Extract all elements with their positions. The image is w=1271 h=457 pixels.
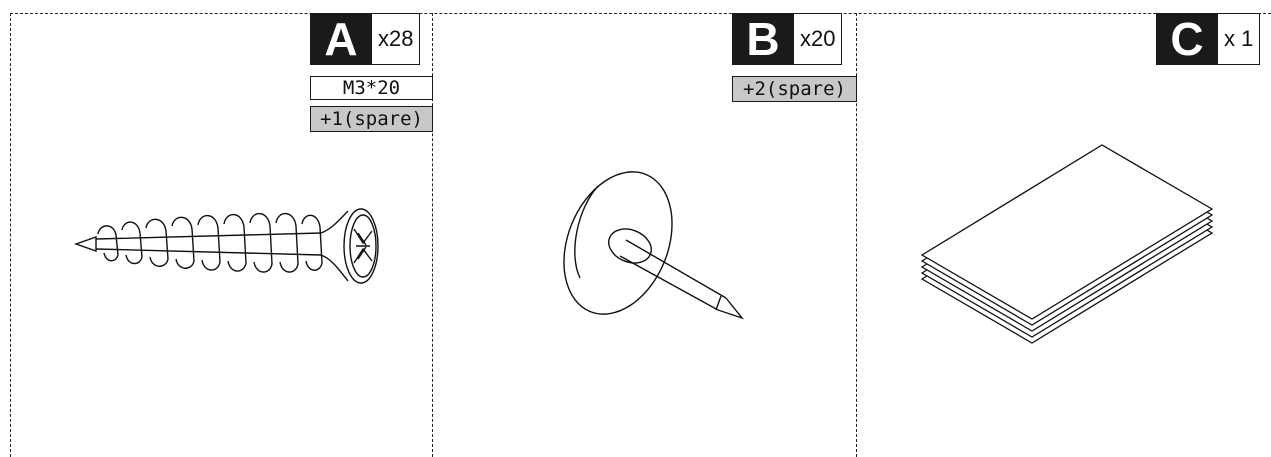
part-badge-a: A x28 bbox=[310, 13, 421, 65]
part-letter-a: A bbox=[310, 13, 372, 65]
screw-icon bbox=[73, 208, 379, 284]
part-letter-b: B bbox=[732, 13, 794, 65]
part-quantity-b: x20 bbox=[794, 13, 843, 65]
part-letter-c: C bbox=[1156, 13, 1218, 65]
paper-stack-icon bbox=[920, 144, 1214, 344]
pin-icon bbox=[563, 171, 745, 320]
part-panel-c: C x 1 bbox=[857, 13, 1271, 457]
part-spare-a: +1(spare) bbox=[310, 106, 433, 132]
part-panel-b: B x20 +2(spare) bbox=[433, 13, 857, 457]
dashed-divider-right bbox=[856, 13, 857, 457]
part-spare-b: +2(spare) bbox=[732, 76, 857, 102]
part-panel-a: A x28 M3*20 +1(spare) bbox=[11, 13, 433, 457]
dashed-divider-middle bbox=[432, 13, 433, 457]
part-size-a: M3*20 bbox=[310, 76, 433, 100]
dashed-divider-left bbox=[10, 13, 11, 457]
dashed-border-top bbox=[10, 13, 1271, 14]
part-quantity-a: x28 bbox=[372, 13, 421, 65]
part-badge-c: C x 1 bbox=[1156, 13, 1261, 65]
part-quantity-c: x 1 bbox=[1218, 13, 1261, 65]
part-badge-b: B x20 bbox=[732, 13, 843, 65]
